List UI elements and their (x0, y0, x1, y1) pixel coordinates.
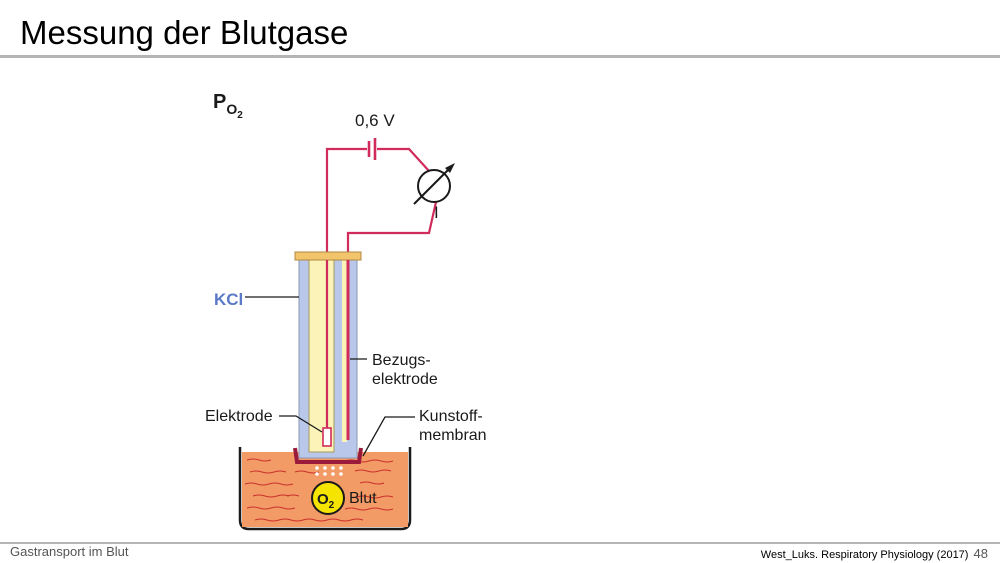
po2-electrode-diagram: PO2 0,6 V I (195, 80, 490, 535)
battery-symbol (367, 138, 377, 160)
voltage-label: 0,6 V (355, 111, 395, 130)
reference-electrode-label-line1: Bezugs- (372, 352, 431, 369)
page-number: 48 (973, 546, 988, 561)
svg-text:O2: O2 (317, 491, 335, 511)
slide-title: Messung der Blutgase (20, 14, 349, 51)
footer-section-title: Gastransport im Blut (10, 544, 129, 559)
membrane-label-line1: Kunstoff- (419, 408, 483, 425)
electrode-tube (293, 251, 363, 476)
blood-label: Blut (349, 490, 377, 507)
membrane-label-line2: membran (419, 427, 487, 444)
current-label: I (434, 203, 439, 222)
footer-citation: West_Luks. Respiratory Physiology (2017) (760, 549, 969, 561)
electrode-label: Elektrode (205, 408, 273, 425)
reference-electrode-label-line2: elektrode (372, 371, 438, 388)
footer-source: West_Luks. Respiratory Physiology (2017)… (761, 546, 988, 561)
ammeter-icon (413, 163, 455, 205)
title-divider (0, 55, 1000, 58)
diagram-heading: PO2 (213, 91, 243, 121)
o2-molecule-icon: O2 (311, 481, 345, 515)
footer-divider (0, 542, 1000, 544)
kcl-label: KCl (214, 290, 243, 309)
